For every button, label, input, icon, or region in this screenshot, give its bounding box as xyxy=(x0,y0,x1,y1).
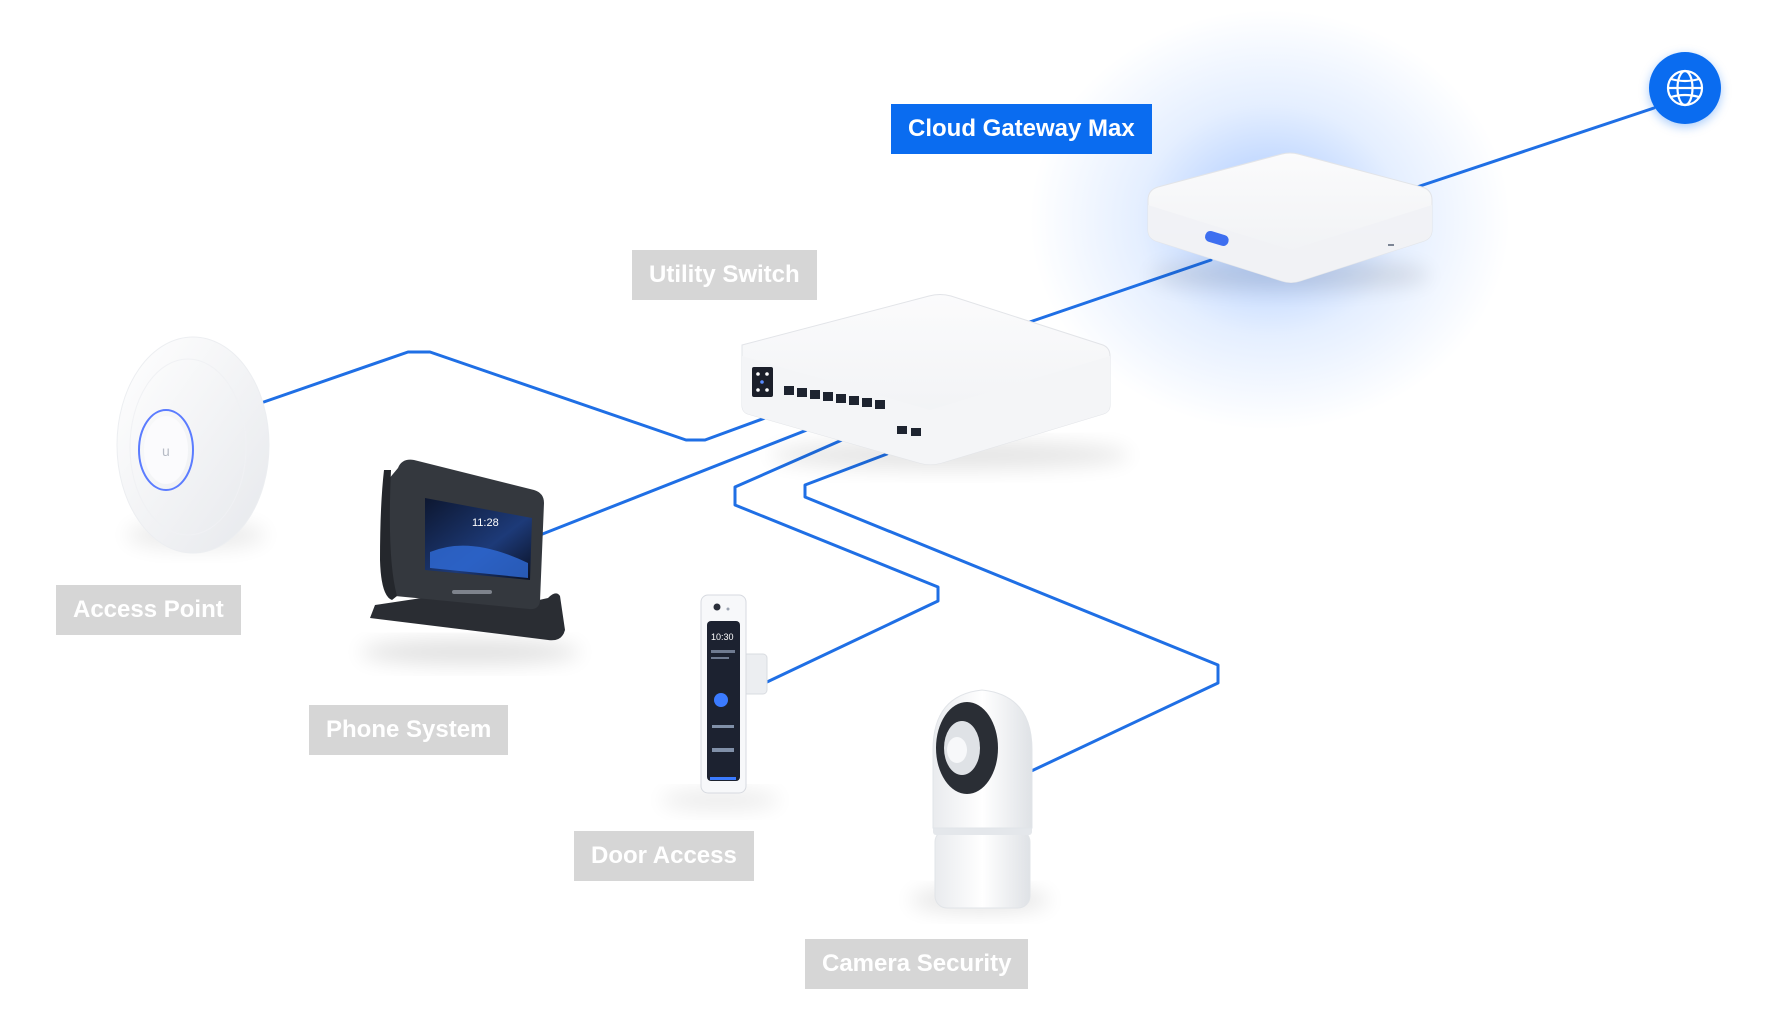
globe-icon xyxy=(1666,69,1704,107)
svg-text:u: u xyxy=(162,443,170,459)
switch-ports xyxy=(784,386,921,436)
switch-display xyxy=(752,367,773,397)
internet-globe-button[interactable] xyxy=(1649,52,1721,124)
link-switch-camera xyxy=(803,452,1220,776)
cloud-gateway-device xyxy=(1147,152,1433,291)
link-switch-access-point xyxy=(256,350,778,442)
utility-switch-label: Utility Switch xyxy=(632,250,817,300)
link-switch-phone xyxy=(538,426,814,537)
phone-screen-time: 11:28 xyxy=(472,517,499,529)
phone-system-device: 11:28 xyxy=(360,459,580,664)
utility-switch-device xyxy=(741,294,1130,469)
access-point-device: u xyxy=(116,336,270,554)
cloud-gateway-max-label: Cloud Gateway Max xyxy=(891,104,1152,154)
link-internet-gateway xyxy=(1403,106,1656,193)
access-point-label: Access Point xyxy=(56,585,241,635)
link-switch-door-access xyxy=(733,438,940,684)
network-links xyxy=(256,106,1656,776)
door-access-device: 10:30 xyxy=(660,594,780,810)
door-screen-time: 10:30 xyxy=(711,632,734,642)
phone-system-label: Phone System xyxy=(309,705,509,755)
door-access-label: Door Access xyxy=(574,831,754,881)
camera-security-label: Camera Security xyxy=(805,939,1029,989)
camera-security-device xyxy=(910,689,1050,912)
